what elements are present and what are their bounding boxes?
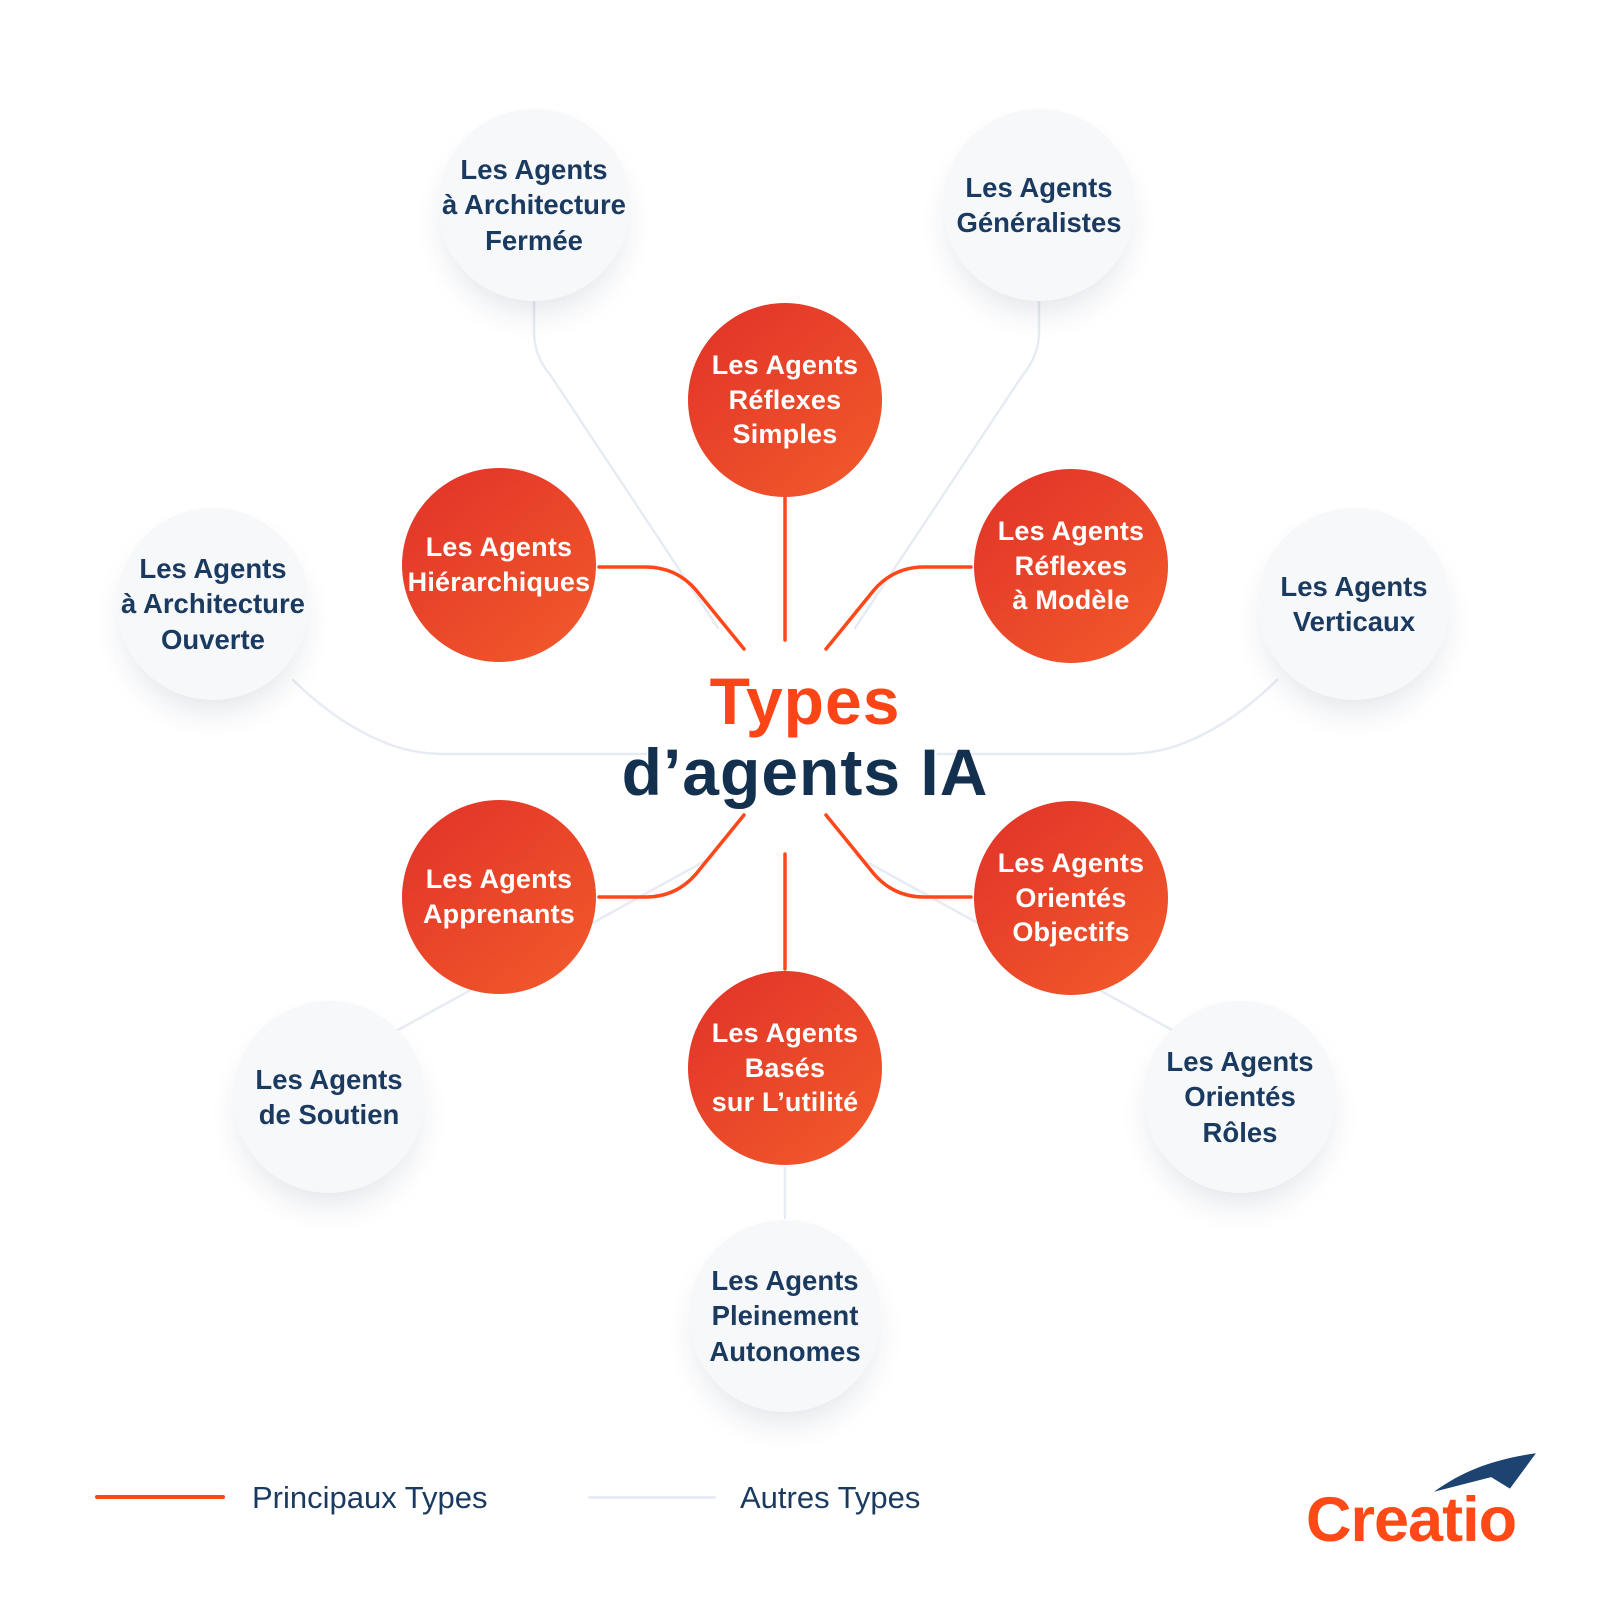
node-agents-architecture-fermee: Les Agents à Architecture Fermée	[438, 109, 630, 301]
node-agents-reflexes-modele: Les Agents Réflexes à Modèle	[974, 469, 1168, 663]
title-line-1: Types	[709, 664, 901, 738]
node-agents-pleinement-autonomes: Les Agents Pleinement Autonomes	[689, 1220, 881, 1412]
node-agents-orientes-roles: Les Agents Orientés Rôles	[1144, 1001, 1336, 1193]
node-agents-de-soutien: Les Agents de Soutien	[233, 1001, 425, 1193]
node-label: Les Agents à Architecture Ouverte	[121, 553, 305, 655]
connector-architecture-fermee	[532, 298, 720, 630]
connector-apprenants	[597, 813, 746, 899]
diagram-title: Types d’agents IA	[621, 664, 989, 810]
node-label: Les Agents Orientés Rôles	[1166, 1046, 1314, 1148]
node-agents-orientes-objectifs: Les Agents Orientés Objectifs	[974, 801, 1168, 995]
node-agents-bases-utilite: Les Agents Basés sur L’utilité	[688, 971, 882, 1165]
node-label: Les Agents Verticaux	[1280, 570, 1428, 637]
node-agents-architecture-ouverte: Les Agents à Architecture Ouverte	[117, 508, 309, 700]
node-label: Les Agents Orientés Objectifs	[997, 848, 1145, 948]
node-label: Les Agents Réflexes à Modèle	[997, 516, 1145, 616]
node-label: Les Agents de Soutien	[255, 1063, 403, 1130]
node-label: Les Agents Réflexes Simples	[711, 350, 859, 450]
node-label: Les Agents Hiérarchiques	[407, 532, 591, 597]
node-agents-verticaux: Les Agents Verticaux	[1258, 508, 1450, 700]
node-agents-generalistes: Les Agents Généralistes	[943, 109, 1135, 301]
node-label: Les Agents Pleinement Autonomes	[709, 1265, 861, 1367]
node-label: Les Agents Basés sur L’utilité	[711, 1018, 859, 1118]
connector-generalistes	[853, 298, 1041, 630]
node-agents-apprenants: Les Agents Apprenants	[402, 800, 596, 994]
connector-orientes-objectifs	[824, 813, 973, 899]
node-label: Les Agents Généralistes	[956, 171, 1122, 238]
node-label: Les Agents Apprenants	[422, 864, 576, 929]
creatio-logo: Creatio	[1306, 1453, 1536, 1556]
connector-reflexes-modele	[824, 565, 973, 651]
title-line-2: d’agents IA	[621, 735, 989, 810]
connector-hierarchiques	[597, 565, 746, 651]
node-agents-hierarchiques: Les Agents Hiérarchiques	[402, 468, 596, 662]
node-label: Les Agents à Architecture Fermée	[442, 154, 626, 256]
connector-architecture-ouverte	[291, 678, 648, 756]
creatio-logo-text: Creatio	[1306, 1485, 1517, 1555]
node-agents-reflexes-simples: Les Agents Réflexes Simples	[688, 303, 882, 497]
creatio-arrow-icon	[1434, 1453, 1536, 1492]
connector-verticaux	[936, 678, 1279, 756]
